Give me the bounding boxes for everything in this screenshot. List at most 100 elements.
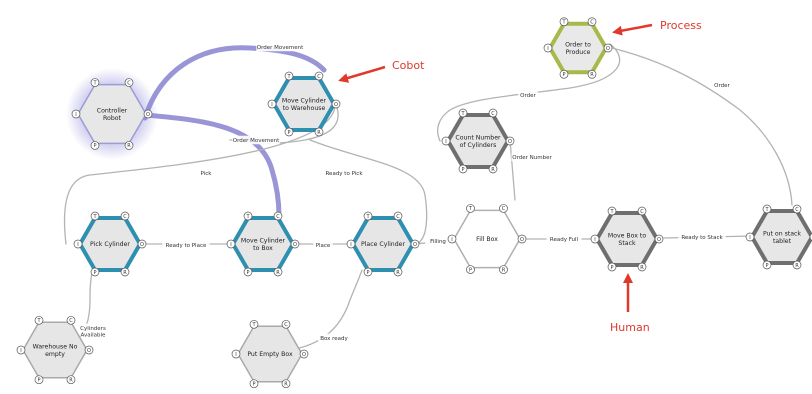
port-c[interactable]: C — [488, 108, 498, 118]
edge-label-bg — [162, 240, 210, 250]
port-o[interactable]: O — [517, 234, 527, 244]
port-label: P — [610, 265, 613, 271]
port-p[interactable]: P — [90, 141, 100, 150]
port-i[interactable]: I — [71, 109, 81, 119]
port-r[interactable]: R — [273, 267, 283, 277]
port-o[interactable]: O — [410, 239, 420, 249]
port-r[interactable]: R — [499, 265, 508, 274]
port-t[interactable]: T — [243, 211, 253, 221]
port-o[interactable]: O — [299, 349, 309, 359]
port-c[interactable]: C — [273, 211, 283, 221]
port-i[interactable]: I — [447, 234, 457, 244]
port-c[interactable]: C — [66, 315, 76, 325]
port-label: C — [123, 214, 127, 220]
port-o[interactable]: O — [290, 239, 300, 249]
port-i[interactable]: I — [73, 239, 83, 249]
port-t[interactable]: T — [762, 204, 772, 214]
port-p[interactable]: P — [762, 260, 772, 270]
port-c[interactable]: C — [499, 204, 508, 213]
port-label: I — [75, 112, 76, 118]
node-put-stack[interactable]: Put on stacktabletTCIOPR — [745, 204, 812, 270]
port-i[interactable]: I — [441, 136, 451, 146]
port-label: C — [396, 214, 400, 220]
port-o[interactable]: O — [84, 345, 94, 355]
port-p[interactable]: P — [607, 262, 617, 272]
port-t[interactable]: T — [363, 211, 373, 221]
port-label: I — [20, 348, 21, 354]
edge-label-e-place: Place — [316, 243, 331, 249]
port-i[interactable]: I — [16, 345, 26, 355]
port-p[interactable]: P — [284, 127, 294, 137]
port-p[interactable]: P — [363, 267, 373, 277]
port-circle — [16, 345, 26, 355]
port-i[interactable]: I — [231, 349, 241, 359]
port-r[interactable]: R — [120, 267, 130, 277]
port-i[interactable]: I — [745, 232, 755, 242]
port-label: C — [491, 111, 495, 117]
port-o[interactable]: O — [143, 109, 153, 119]
port-r[interactable]: R — [792, 260, 802, 270]
port-label: C — [284, 322, 288, 328]
port-i[interactable]: I — [346, 239, 356, 249]
port-i[interactable]: I — [267, 99, 277, 109]
port-c[interactable]: C — [281, 319, 291, 329]
port-c[interactable]: C — [120, 211, 130, 221]
port-i[interactable]: I — [543, 43, 553, 53]
port-label: P — [562, 72, 565, 78]
port-t[interactable]: T — [466, 204, 475, 213]
port-o[interactable]: O — [505, 136, 515, 146]
port-p[interactable]: P — [34, 375, 44, 385]
port-label: O — [302, 352, 306, 358]
port-r[interactable]: R — [393, 267, 403, 277]
port-r[interactable]: R — [281, 379, 291, 389]
port-r[interactable]: R — [488, 164, 498, 174]
port-c[interactable]: C — [637, 206, 647, 216]
port-o[interactable]: O — [654, 234, 664, 244]
port-t[interactable]: T — [607, 206, 617, 216]
port-i[interactable]: I — [590, 234, 600, 244]
port-o[interactable]: O — [137, 239, 147, 249]
port-circle — [249, 319, 259, 329]
node-label: Pick Cylinder — [90, 241, 130, 248]
port-r[interactable]: R — [66, 375, 76, 385]
port-t[interactable]: T — [458, 108, 468, 118]
port-p[interactable]: P — [458, 164, 468, 174]
port-t[interactable]: T — [284, 71, 294, 81]
port-c[interactable]: C — [124, 78, 134, 87]
port-t[interactable]: T — [559, 17, 569, 27]
port-t[interactable]: T — [90, 211, 100, 221]
port-c[interactable]: C — [587, 17, 597, 27]
port-r[interactable]: R — [587, 69, 597, 79]
port-p[interactable]: P — [243, 267, 253, 277]
port-t[interactable]: T — [90, 78, 100, 87]
port-p[interactable]: P — [90, 267, 100, 277]
port-r[interactable]: R — [124, 141, 134, 150]
edge-label-e-order-number: Order Number — [512, 155, 552, 161]
port-o[interactable]: O — [603, 43, 613, 53]
port-o[interactable]: O — [331, 99, 341, 109]
port-r[interactable]: R — [637, 262, 647, 272]
port-circle — [441, 136, 451, 146]
port-r[interactable]: R — [314, 127, 324, 137]
port-p[interactable]: P — [249, 379, 259, 389]
port-c[interactable]: C — [393, 211, 403, 221]
port-t[interactable]: T — [34, 315, 44, 325]
port-i[interactable]: I — [226, 239, 236, 249]
port-t[interactable]: T — [249, 319, 259, 329]
port-circle — [243, 211, 253, 221]
port-p[interactable]: P — [559, 69, 569, 79]
port-p[interactable]: P — [466, 265, 475, 274]
port-c[interactable]: C — [314, 71, 324, 81]
port-c[interactable]: C — [792, 204, 802, 214]
node-pick-cyl[interactable]: Pick Cylinder T C I O P R — [73, 211, 147, 277]
